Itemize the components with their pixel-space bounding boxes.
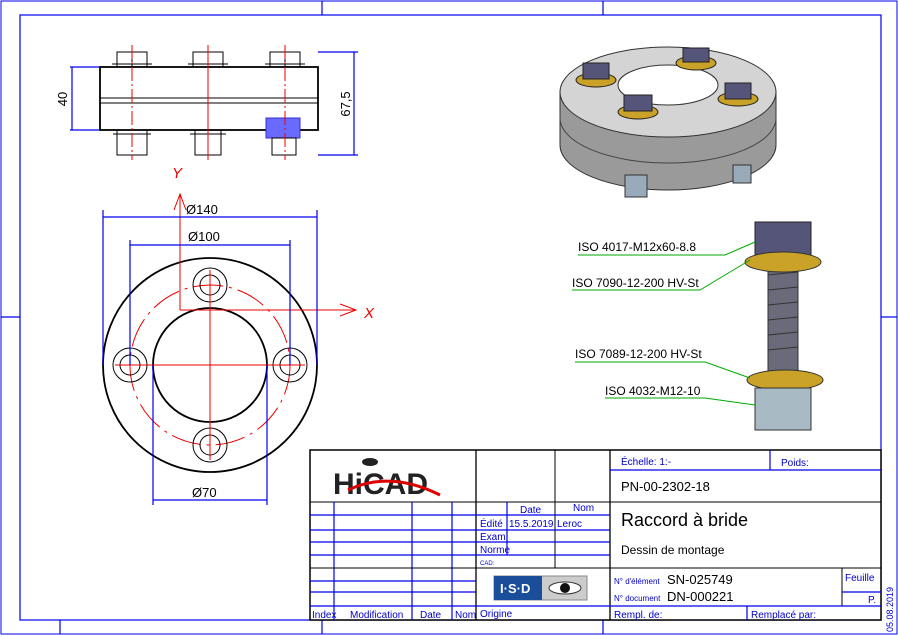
axis-y-label: Y	[172, 165, 183, 182]
drawing-title: Raccord à bride	[621, 510, 748, 530]
origine-label: Origine	[480, 609, 513, 620]
edite-date: 15.5.2019	[509, 519, 554, 530]
element-number: SN-025749	[667, 572, 733, 587]
index-label: Index	[312, 610, 336, 621]
isd-logo: I·S·D	[493, 575, 588, 601]
iso-view	[559, 46, 777, 198]
edite-name: Leroc	[557, 519, 582, 530]
title-block	[309, 449, 882, 621]
rempl-label: Rempl. de:	[614, 610, 662, 621]
cad-label: CAD:	[480, 561, 495, 567]
callout-washer-top: ISO 7090-12-200 HV-St	[572, 276, 699, 290]
hicad-logo: HiCAD	[333, 458, 441, 501]
callout-bolt: ISO 4017-M12x60-8.8	[578, 240, 696, 254]
dim-d70: Ø70	[192, 485, 217, 500]
axis-x-label: X	[363, 305, 375, 322]
dim-d140: Ø140	[186, 202, 218, 217]
edite-label: Édité	[480, 517, 503, 530]
document-label: N° document	[614, 594, 661, 603]
drawing-subtitle: Dessin de montage	[621, 543, 725, 557]
document-number: DN-000221	[667, 589, 734, 604]
date-label: Date	[420, 610, 442, 621]
callout-washer-bottom: ISO 7089-12-200 HV-St	[575, 347, 702, 361]
front-view	[102, 192, 358, 505]
element-label: N° d'élément	[614, 577, 660, 586]
side-view	[70, 45, 358, 160]
col-date-label: Date	[520, 505, 542, 516]
poids-label: Poids:	[781, 458, 809, 469]
col-nom-label: Nom	[573, 503, 594, 514]
norme-label: Norme	[480, 545, 510, 556]
print-date: 05.08.2019	[885, 587, 895, 632]
dim-height-40: 40	[55, 92, 70, 106]
dim-height-67-5: 67,5	[338, 91, 353, 116]
callout-nut: ISO 4032-M12-10	[605, 384, 701, 398]
exam-label: Exam.	[480, 532, 508, 543]
nom-label: Nom	[455, 610, 476, 621]
echelle-label: Échelle: 1:-	[621, 455, 671, 468]
part-number: PN-00-2302-18	[621, 479, 710, 494]
dim-d100: Ø100	[188, 229, 220, 244]
feuille-label: Feuille	[845, 573, 875, 584]
modification-label: Modification	[350, 610, 403, 621]
page-label: P.	[868, 595, 876, 606]
svg-text:I·S·D: I·S·D	[500, 581, 530, 596]
remplace-label: Remplacé par:	[751, 610, 816, 621]
exploded-bolt	[572, 221, 824, 431]
